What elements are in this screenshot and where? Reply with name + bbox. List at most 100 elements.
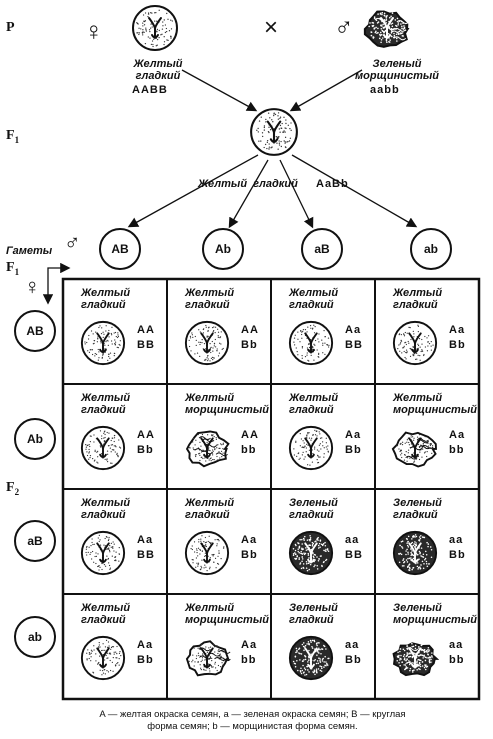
cell-genotype-color: Aa xyxy=(345,429,362,441)
footer-legend-line-2: форма семян; b — морщинистая форма семян… xyxy=(147,721,358,732)
gamete-top-2: Ab xyxy=(202,228,244,270)
seed-yellow-wrinkled-icon xyxy=(391,431,437,468)
cell-genotype-color: AA xyxy=(241,429,259,441)
cell-genotype-shape: Bb xyxy=(241,549,258,561)
seed-yellow-smooth-icon xyxy=(184,530,230,576)
seed-yellow-smooth-icon xyxy=(288,320,334,366)
f1-seed xyxy=(250,108,298,156)
label-f1-gametes: F1 xyxy=(6,260,20,277)
cell-genotype-color: AA xyxy=(241,324,259,336)
cell-genotype-shape: bb xyxy=(449,444,465,456)
gamete-top-3: aB xyxy=(301,228,343,270)
parent-seed-green-wrinkled xyxy=(363,10,410,48)
cell-genotype-color: aa xyxy=(449,534,464,546)
label-f1: F1 xyxy=(6,128,20,145)
cell-genotype-shape: bb xyxy=(449,654,465,666)
cell-genotype-shape: BB xyxy=(137,339,155,351)
gamete-left-4: ab xyxy=(14,616,56,658)
cell-genotype-color: AA xyxy=(137,429,155,441)
cell-genotype-color: Aa xyxy=(345,324,362,336)
arrow-left-parent xyxy=(181,69,258,112)
cell-genotype-color: Aa xyxy=(137,534,154,546)
cell-genotype-color: Aa xyxy=(241,639,258,651)
cell-genotype-color: AA xyxy=(137,324,155,336)
seed-yellow-smooth-icon xyxy=(288,425,334,471)
seed-yellow-smooth-icon xyxy=(80,425,126,471)
arrow-gamete-3 xyxy=(279,159,314,229)
cell-genotype-color: aa xyxy=(345,639,360,651)
cell-genotype-shape: Bb xyxy=(449,339,466,351)
cell-genotype-color: Aa xyxy=(449,429,466,441)
cell-genotype-shape: Bb xyxy=(137,444,154,456)
cell-genotype-color: Aa xyxy=(241,534,258,546)
male-symbol-parent: ♂ xyxy=(334,12,354,42)
female-symbol-gametes: ♀ xyxy=(24,274,41,299)
label-p: P xyxy=(6,20,15,35)
gamete-top-1: AB xyxy=(99,228,141,270)
cell-genotype-shape: Bb xyxy=(449,549,466,561)
arrow-right-parent xyxy=(289,69,363,112)
f1-phenotype: Желтый гладкий xyxy=(198,178,298,190)
cell-genotype-shape: BB xyxy=(345,549,363,561)
cell-genotype-shape: Bb xyxy=(241,339,258,351)
seed-green-smooth-icon xyxy=(288,635,334,681)
label-gametes: Гаметы xyxy=(6,245,53,257)
footer-legend-line-1: A — желтая окраска семян, a — зеленая ок… xyxy=(99,709,406,720)
cell-genotype-shape: bb xyxy=(241,654,257,666)
female-symbol-parent: ♀ xyxy=(84,16,104,46)
cell-genotype-shape: bb xyxy=(241,444,257,456)
cross-symbol: × xyxy=(264,14,279,41)
cell-genotype-color: Aa xyxy=(449,324,466,336)
male-symbol-gametes: ♂ xyxy=(64,230,81,255)
gamete-left-2: Ab xyxy=(14,418,56,460)
parent-seed-yellow-smooth xyxy=(132,5,178,51)
parent-right-genotype: aabb xyxy=(370,84,400,96)
cell-genotype-color: aa xyxy=(345,534,360,546)
parent-left-genotype: AABB xyxy=(132,84,168,96)
seed-green-smooth-icon xyxy=(288,530,334,576)
cell-genotype-color: Aa xyxy=(137,639,154,651)
cell-genotype-shape: BB xyxy=(137,549,155,561)
seed-yellow-smooth-icon xyxy=(184,320,230,366)
gamete-top-4: ab xyxy=(410,228,452,270)
seed-yellow-smooth-icon xyxy=(80,320,126,366)
seed-green-wrinkled-icon xyxy=(392,642,439,677)
cell-genotype-shape: BB xyxy=(345,339,363,351)
arrow-gamete-2 xyxy=(228,159,269,229)
label-f2: F2 xyxy=(6,480,20,497)
seed-yellow-wrinkled-icon xyxy=(185,640,231,677)
cell-genotype-color: aa xyxy=(449,639,464,651)
cell-genotype-shape: Bb xyxy=(345,654,362,666)
cell-genotype-shape: Bb xyxy=(137,654,154,666)
arrow-gamete-1 xyxy=(127,154,259,228)
